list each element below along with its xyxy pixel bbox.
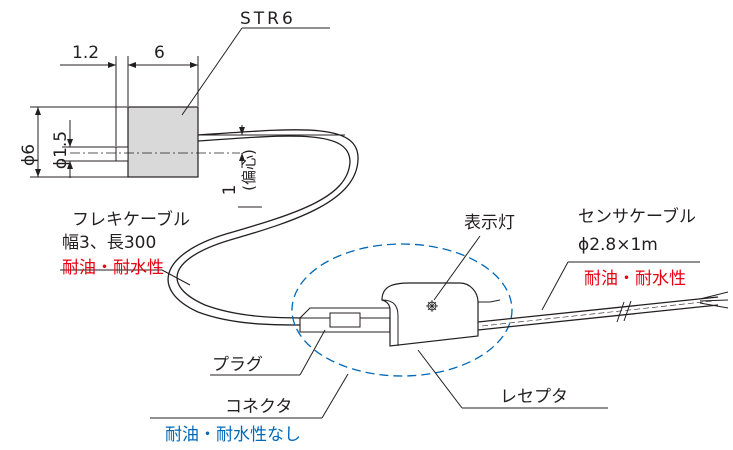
dim-6-label: 6 [154, 43, 165, 63]
indicator-lamp-icon [426, 300, 438, 312]
left-dimensions: ϕ6 ϕ1.5 [19, 106, 128, 178]
plug-callout: プラグ [210, 329, 326, 376]
plug-label: プラグ [212, 355, 263, 375]
receptacle-callout: レセプタ [417, 349, 608, 409]
flex-cable-oil-label: 耐油・耐水性 [62, 258, 164, 278]
indicator-label: 表示灯 [464, 213, 515, 233]
sensor-cable-spec-label: ϕ2.8×1m [578, 235, 658, 255]
dim-offset-label: 1 [220, 185, 240, 196]
flex-cable-callout: フレキケーブル 幅3、長300 耐油・耐水性 [60, 209, 191, 286]
connector-label: コネクタ [225, 397, 292, 417]
sensor-cable-callout: センサケーブル ϕ2.8×1m 耐油・耐水性 [541, 206, 700, 311]
flex-cable-spec-label: 幅3、長300 [62, 233, 156, 253]
receptacle-body [381, 282, 479, 347]
flex-cable [167, 129, 359, 326]
model-label: STR6 [240, 9, 296, 29]
offset-note-label: (偏心) [240, 149, 258, 191]
sensor-head [70, 106, 345, 178]
indicator-callout: 表示灯 [433, 213, 515, 301]
connector-callout: コネクタ 耐油・耐水性なし [150, 373, 349, 445]
dim-phi1-5-label: ϕ1.5 [51, 131, 71, 169]
connector-outline [291, 243, 513, 377]
receptacle-label: レセプタ [500, 387, 568, 407]
offset-dimension: 1 (偏心) [220, 125, 262, 208]
top-dimensions: 1.2 6 STR6 [60, 9, 330, 146]
dim-phi6-label: ϕ6 [19, 144, 39, 166]
sensor-cable-label: センサケーブル [578, 206, 696, 227]
flex-cable-label: フレキケーブル [72, 209, 190, 230]
sensor-tip [115, 146, 129, 162]
sensor-body [127, 106, 199, 178]
connector [298, 282, 501, 347]
connector-note-label: 耐油・耐水性なし [165, 425, 301, 445]
sensor-cable [477, 291, 729, 331]
dim-1-2-label: 1.2 [72, 43, 99, 63]
sensor-cable-oil-label: 耐油・耐水性 [584, 269, 686, 289]
